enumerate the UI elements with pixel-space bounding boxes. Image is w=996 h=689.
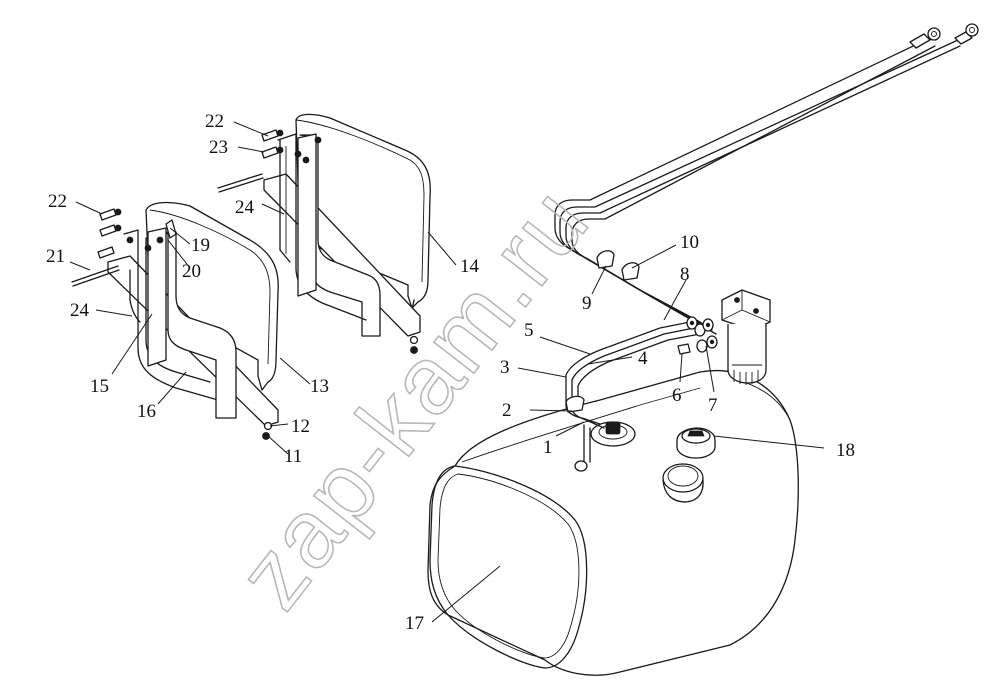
callout-14: 14 — [460, 256, 480, 277]
callout-13: 13 — [310, 376, 329, 397]
callout-11: 11 — [284, 446, 302, 467]
front-bracket-assembly — [71, 201, 279, 440]
callout-22-front: 22 — [48, 191, 67, 212]
callout-7: 7 — [708, 395, 718, 416]
callout-3: 3 — [500, 357, 510, 378]
callout-17: 17 — [405, 613, 424, 634]
callout-5: 5 — [524, 320, 534, 341]
callout-19: 19 — [191, 235, 210, 256]
callout-20: 20 — [182, 261, 201, 282]
callout-10: 10 — [680, 232, 699, 253]
callout-22-rear: 22 — [205, 111, 224, 132]
callout-24-rear: 24 — [235, 197, 255, 218]
fuel-tank — [427, 370, 799, 676]
callout-8: 8 — [680, 264, 690, 285]
callout-labels: 1 2 3 4 5 6 7 8 9 10 11 12 13 14 15 16 1… — [46, 111, 855, 634]
rear-bracket-assembly — [217, 113, 431, 354]
leader-lines — [69, 121, 825, 623]
fuel-filter — [721, 289, 771, 385]
callout-24-front: 24 — [70, 300, 90, 321]
callout-2: 2 — [502, 400, 512, 421]
callout-12: 12 — [291, 416, 310, 437]
callout-9: 9 — [582, 293, 592, 314]
callout-4: 4 — [638, 348, 648, 369]
callout-16: 16 — [137, 401, 156, 422]
callout-23: 23 — [209, 137, 228, 158]
filler-cap — [676, 427, 716, 459]
callout-15: 15 — [90, 376, 109, 397]
callout-21: 21 — [46, 246, 65, 267]
fuel-lines — [554, 23, 979, 429]
callout-18: 18 — [836, 440, 855, 461]
callout-1: 1 — [543, 437, 553, 458]
callout-6: 6 — [672, 385, 682, 406]
